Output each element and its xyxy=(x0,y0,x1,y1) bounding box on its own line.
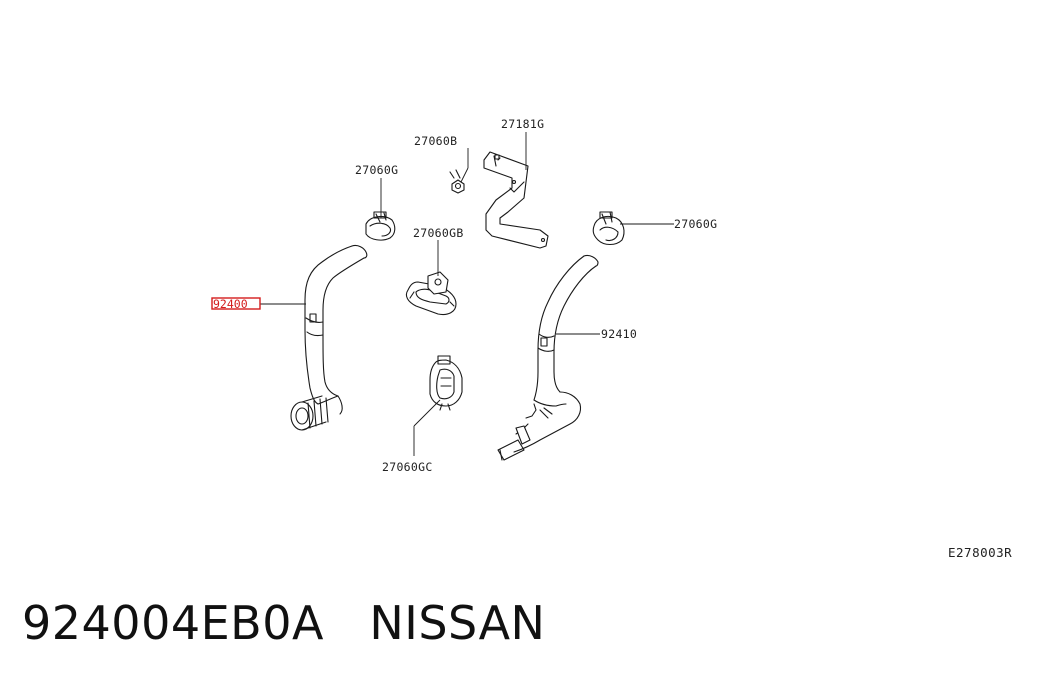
callout-27060g-left[interactable]: 27060G xyxy=(355,163,398,177)
hose-92400[interactable] xyxy=(290,244,368,431)
clamp-27060g-right[interactable] xyxy=(592,211,625,246)
callout-27060gc[interactable]: 27060GC xyxy=(382,460,433,474)
diagram-reference-code: E278003R xyxy=(948,545,1012,560)
callout-27181g[interactable]: 27181G xyxy=(501,117,544,131)
callout-27060gb[interactable]: 27060GB xyxy=(413,226,464,240)
callout-27060g-right[interactable]: 27060G xyxy=(674,217,717,231)
bolt-27060b[interactable] xyxy=(449,169,465,194)
callout-92410[interactable]: 92410 xyxy=(601,327,637,341)
brand-name: NISSAN xyxy=(369,596,546,650)
bracket-27181g[interactable] xyxy=(483,151,549,249)
callout-92400-highlighted[interactable]: 92400 xyxy=(213,297,248,311)
hose-92410[interactable] xyxy=(497,254,599,461)
leader-lines xyxy=(260,132,674,456)
leader-27060b-b xyxy=(460,167,469,183)
clip-27060gb[interactable] xyxy=(405,271,457,316)
callout-27060b[interactable]: 27060B xyxy=(414,134,457,148)
leader-27060gc-b xyxy=(413,399,441,427)
highlight-box xyxy=(211,297,261,310)
clip-27060gc[interactable] xyxy=(429,355,463,411)
part-caption: 924004EB0A NISSAN xyxy=(22,596,545,651)
part-number: 924004EB0A xyxy=(22,596,324,650)
clamp-27060g-left[interactable] xyxy=(365,211,396,241)
caption-separator xyxy=(324,596,369,650)
